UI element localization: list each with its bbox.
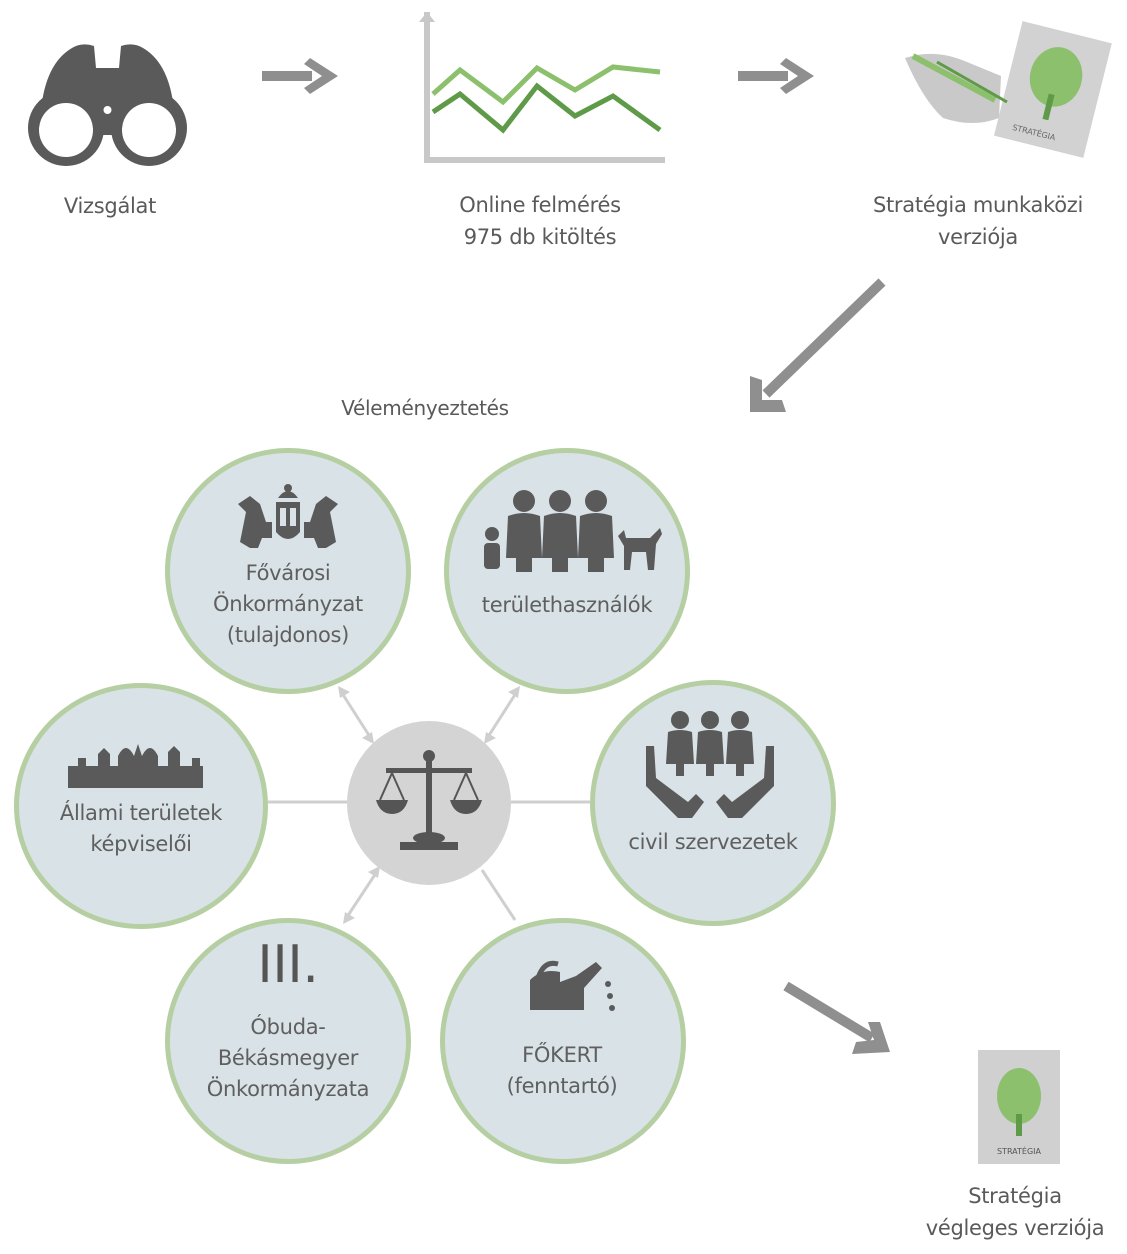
hands-with-people-icon bbox=[646, 711, 774, 818]
step-draft-label-line1: Stratégia munkaközi bbox=[872, 193, 1084, 217]
stakeholder-fokert-circle bbox=[440, 918, 686, 1164]
stakeholder-civil-label: civil szervezetek bbox=[628, 830, 798, 854]
stakeholder-fokert-line2: (fenntartó) bbox=[506, 1074, 618, 1098]
final-strategy-document-icon: STRATÉGIA bbox=[978, 1050, 1060, 1164]
stakeholder-state-line2: képviselői bbox=[90, 832, 192, 856]
stakeholder-capital-line1: Fővárosi bbox=[245, 561, 331, 585]
signing-document-icon: STRATÉGIA bbox=[905, 21, 1112, 158]
step-survey-label-line1: Online felmérés bbox=[459, 193, 621, 217]
stakeholder-district-line1: Óbuda- bbox=[250, 1015, 326, 1039]
people-with-dog-icon bbox=[484, 490, 662, 572]
stakeholder-district-line2: Békásmegyer bbox=[217, 1046, 359, 1070]
coat-of-arms-icon bbox=[238, 484, 338, 548]
final-doc-label: STRATÉGIA bbox=[997, 1145, 1042, 1156]
stakeholder-fokert-line1: FŐKERT bbox=[522, 1043, 602, 1067]
stakeholder-district-circle bbox=[165, 918, 411, 1164]
step-investigation-label: Vizsgálat bbox=[63, 194, 157, 218]
final-label-line2: végleges verziója bbox=[925, 1216, 1105, 1240]
right-arrow-icon bbox=[262, 58, 338, 94]
scales-icon bbox=[376, 750, 482, 850]
binoculars-icon bbox=[28, 44, 187, 166]
step-survey-label-line2: 975 db kitöltés bbox=[463, 225, 617, 249]
stakeholder-capital-line2: Önkormányzat bbox=[213, 592, 363, 616]
stakeholder-capital-line3: (tulajdonos) bbox=[226, 623, 350, 647]
skyline-icon bbox=[68, 744, 203, 788]
line-chart-icon bbox=[419, 12, 665, 163]
district-numeral: III. bbox=[257, 935, 319, 995]
down-right-arrow-icon bbox=[783, 981, 890, 1054]
stakeholder-district-line3: Önkormányzata bbox=[206, 1077, 370, 1101]
consultation-title: Véleményeztetés bbox=[341, 396, 509, 420]
right-arrow-icon bbox=[738, 58, 814, 94]
down-left-arrow-icon bbox=[750, 278, 886, 412]
step-draft-label-line2: verziója bbox=[938, 225, 1018, 249]
stakeholder-state-line1: Állami területek bbox=[59, 801, 223, 825]
final-label-line1: Stratégia bbox=[968, 1184, 1062, 1208]
stakeholder-state-circle bbox=[14, 683, 268, 929]
stakeholder-users-label: területhasználók bbox=[481, 593, 653, 617]
watering-can-icon bbox=[530, 960, 615, 1011]
